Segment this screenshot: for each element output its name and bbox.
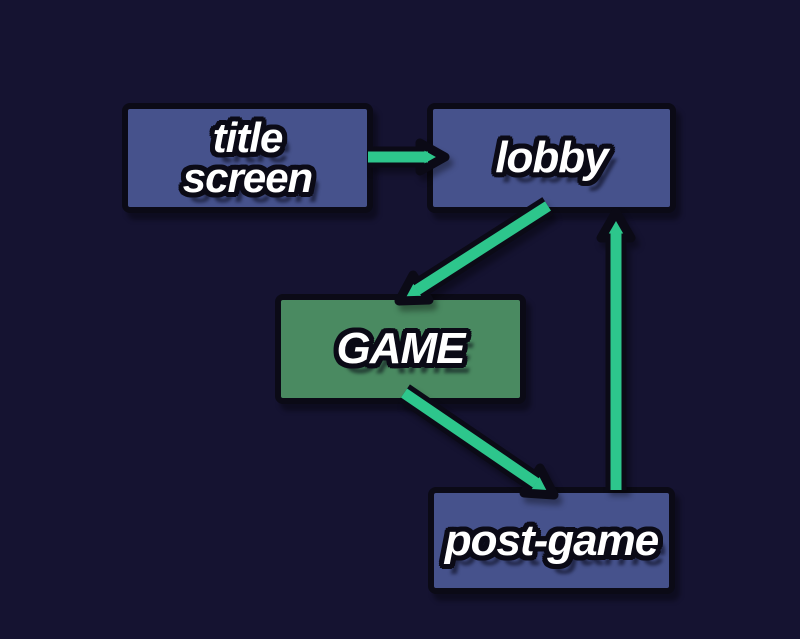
node-post-game-label: post-game xyxy=(444,515,659,565)
node-game-label: GAME xyxy=(336,324,466,374)
arrow-post-game-to-lobby xyxy=(596,207,636,490)
node-post-game: post-game xyxy=(428,487,675,594)
node-lobby-label: lobby xyxy=(495,133,608,183)
node-lobby: lobby xyxy=(427,103,676,213)
node-game: GAME xyxy=(275,294,526,404)
node-title-screen: title screen xyxy=(122,103,373,213)
arrow-lobby-to-game xyxy=(394,197,554,306)
arrow-game-to-post-game xyxy=(398,384,559,500)
node-title-screen-label: title screen xyxy=(182,114,313,201)
